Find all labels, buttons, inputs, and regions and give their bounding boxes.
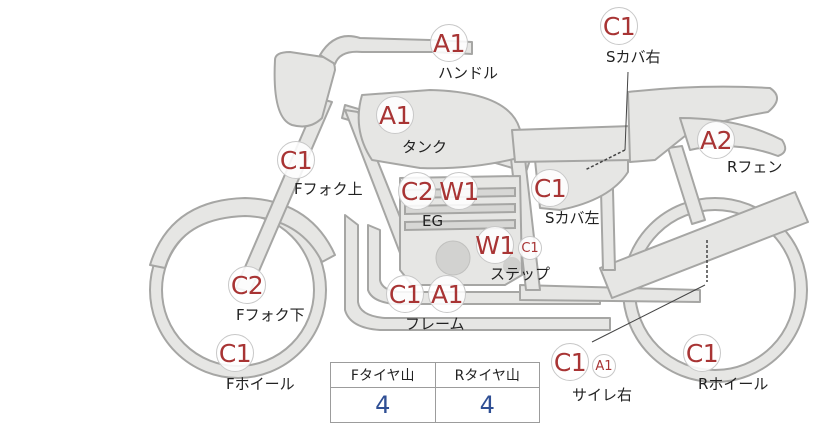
leader-muffler-right [591,284,706,343]
rear-tread-value: 4 [434,387,540,423]
grade-badge[interactable]: C1 [386,275,424,313]
part-label-seat-cover-left: Sカバ左 [545,209,600,227]
muffler-shape [599,191,809,299]
grade-badge[interactable]: A1 [430,24,468,62]
rear-tread-header: Rタイヤ山 [434,362,540,388]
grade-badge[interactable]: W1 [439,172,479,210]
tire-tread-table: Fタイヤ山 Rタイヤ山 4 4 [330,362,540,423]
seat-base-shape [511,125,633,163]
part-label-step: ステップ [490,265,551,283]
front-tread-header: Fタイヤ山 [330,362,436,388]
grade-badge[interactable]: C1 [551,343,589,381]
part-label-tank: タンク [402,138,448,156]
grade-badge[interactable]: A2 [697,121,735,159]
headlight-shape [273,51,336,128]
part-label-front-wheel: Fホイール [226,375,295,393]
part-label-engine: EG [422,212,444,230]
front-tread-value: 4 [330,387,436,423]
engine-cover-shape [435,240,471,276]
grade-badge[interactable]: A1 [428,275,466,313]
grade-badge[interactable]: C1 [216,334,254,372]
grade-badge[interactable]: C1 [683,334,721,372]
grade-badge[interactable]: C1 [531,169,569,207]
part-label-seat-cover-right: Sカバ右 [606,48,661,66]
grade-badge[interactable]: A1 [376,96,414,134]
grade-badge[interactable]: C2 [228,266,266,304]
grade-badge[interactable]: C1 [600,7,638,45]
part-label-front-fork-lower: Fフォク下 [236,306,305,324]
part-label-front-fork-upper: Fフォク上 [294,180,363,198]
exhaust-pipe-lower [344,214,611,331]
part-label-rear-wheel: Rホイール [698,375,769,393]
grade-badge[interactable]: W1 [475,226,515,264]
grade-badge-small[interactable]: A1 [592,354,616,378]
grade-badge-small[interactable]: C1 [518,236,542,260]
grade-badge[interactable]: C2 [398,172,436,210]
rear-subframe-shape [667,145,706,225]
part-label-frame: フレーム [405,315,465,333]
tread-value-row: 4 4 [330,387,540,423]
tread-header-row: Fタイヤ山 Rタイヤ山 [330,362,540,388]
leader-seat-cover-right-dash [584,149,626,171]
part-label-muffler-right: サイレ右 [572,386,633,404]
leader-seat-cover-right [624,71,629,151]
part-label-handle: ハンドル [438,64,499,82]
part-label-rear-fender: Rフェン [727,158,783,176]
front-fender-shape [149,197,336,269]
step-peg-shape [503,257,521,275]
grade-badge[interactable]: C1 [277,141,315,179]
